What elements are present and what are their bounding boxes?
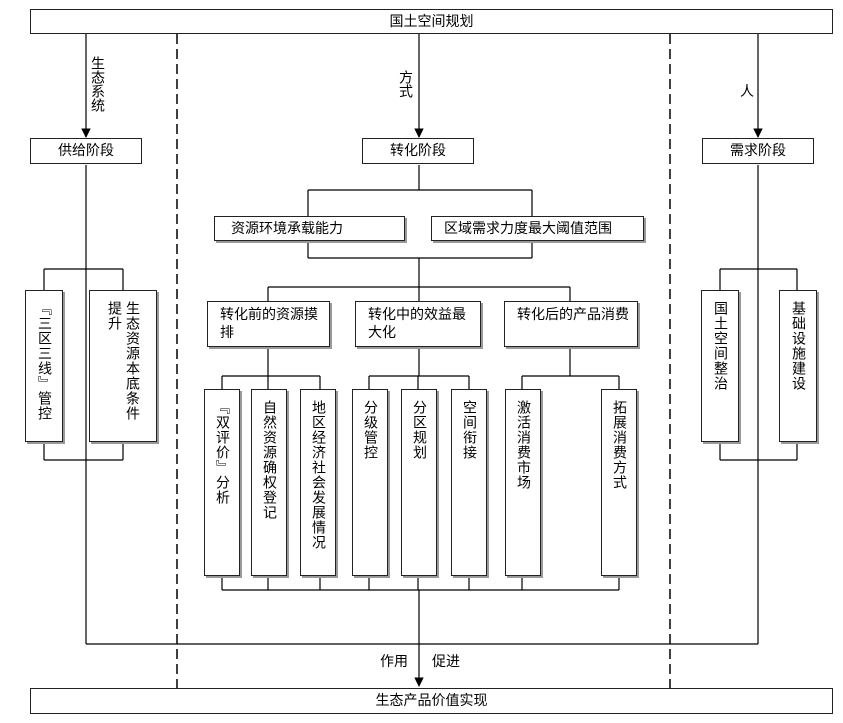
leaf-socioeconomic-text: 地区经济社会发展情况 bbox=[310, 400, 326, 550]
supply-box-zones-text: 『三区三线』管控 bbox=[36, 301, 52, 421]
leaf-graded-control-text: 分级管控 bbox=[362, 400, 378, 460]
stage-supply: 供给阶段 bbox=[30, 138, 142, 164]
leaf-rights-registration-text: 自然资源确权登记 bbox=[261, 400, 277, 520]
leaf-zoning-plan: 分区规划 bbox=[401, 389, 437, 576]
leaf-socioeconomic: 地区经济社会发展情况 bbox=[300, 389, 336, 576]
leaf-zoning-plan-text: 分区规划 bbox=[411, 400, 427, 460]
capacity-resource-env: 资源环境承载能力 bbox=[214, 216, 405, 241]
leaf-rights-registration: 自然资源确权登记 bbox=[251, 389, 287, 576]
bottom-box: 生态产品价值实现 bbox=[30, 688, 833, 714]
phase-during: 转化中的效益最大化 bbox=[355, 301, 481, 347]
phase-after: 转化后的产品消费 bbox=[504, 301, 638, 347]
demand-box-land-consolidation: 国土空间整治 bbox=[701, 290, 739, 442]
supply-box-ecological-base: 生态资源本底条件提升 bbox=[89, 290, 157, 442]
leaf-dual-evaluation: 『双评价』分析 bbox=[204, 389, 240, 576]
stage-transform: 转化阶段 bbox=[362, 138, 474, 164]
label-ecosystem: 生态系统 bbox=[89, 56, 105, 112]
leaf-activate-market-text: 激活消费市场 bbox=[515, 400, 531, 490]
label-promote: 促进 bbox=[432, 654, 460, 670]
leaf-graded-control: 分级管控 bbox=[352, 389, 388, 576]
leaf-spatial-link-text: 空间衔接 bbox=[461, 400, 477, 460]
supply-box-zones: 『三区三线』管控 bbox=[25, 290, 63, 442]
leaf-spatial-link: 空间衔接 bbox=[451, 389, 487, 576]
demand-box-land-consolidation-text: 国土空间整治 bbox=[712, 301, 728, 391]
leaf-expand-consumption: 拓展消费方式 bbox=[601, 389, 637, 576]
demand-box-infrastructure: 基础设施建设 bbox=[779, 290, 817, 442]
leaf-activate-market: 激活消费市场 bbox=[505, 389, 541, 576]
label-method: 方式 bbox=[397, 70, 413, 98]
label-people: 人 bbox=[740, 84, 754, 100]
supply-box-ecological-base-text: 生态资源本底条件提升 bbox=[106, 301, 140, 421]
leaf-expand-consumption-text: 拓展消费方式 bbox=[611, 400, 627, 490]
leaf-dual-evaluation-text: 『双评价』分析 bbox=[214, 400, 230, 505]
capacity-regional-demand: 区域需求力度最大阈值范围 bbox=[431, 216, 644, 241]
stage-demand: 需求阶段 bbox=[702, 138, 814, 164]
phase-before: 转化前的资源摸排 bbox=[207, 301, 330, 347]
top-box: 国土空间规划 bbox=[30, 9, 833, 34]
label-effect: 作用 bbox=[380, 654, 408, 670]
demand-box-infrastructure-text: 基础设施建设 bbox=[790, 301, 806, 391]
